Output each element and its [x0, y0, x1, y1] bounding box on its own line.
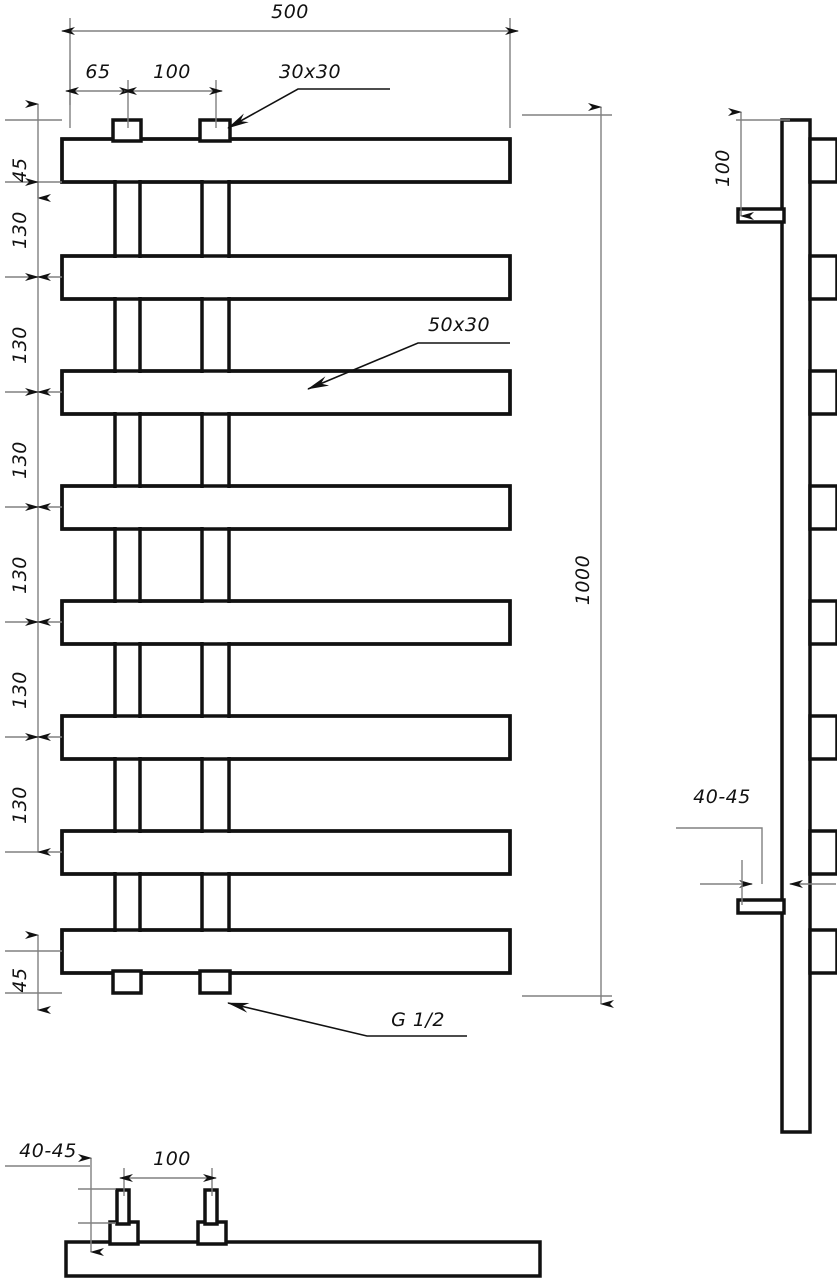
bottom-dim-100-group	[119, 1168, 217, 1196]
side-dim-label-4045: 40-45	[693, 786, 751, 808]
side-view: 100 40-45	[676, 108, 837, 1134]
side-connector-bottom	[736, 898, 786, 915]
callout-g12-leader	[227, 1002, 467, 1037]
side-connector-top	[736, 207, 786, 224]
side-manifold-body	[780, 118, 812, 1134]
dim-label-100: 100	[153, 61, 191, 83]
callout-50x30-leader	[307, 342, 510, 390]
dim-label-65: 65	[85, 61, 110, 83]
side-dim-4045-leader	[676, 827, 763, 884]
dim-label-130-1: 130	[9, 211, 31, 249]
side-bar-tab-3	[808, 369, 837, 416]
top-connectors	[111, 118, 232, 143]
side-bar-tab-6	[808, 714, 837, 761]
main-front-view: 45 130 130 130 130 130 130 45 500 65 100	[5, 1, 614, 1037]
bottom-dim-label-100: 100	[153, 1148, 191, 1170]
dim-label-45-bottom: 45	[9, 967, 31, 992]
bottom-connector-right	[198, 969, 232, 995]
dim-label-130-3: 130	[9, 441, 31, 479]
side-bar-tab-5	[808, 599, 837, 646]
bottom-nipple-stem-left	[115, 1188, 131, 1226]
side-dim-label-100: 100	[712, 149, 734, 187]
bottom-plan-view: 40-45 100	[5, 1140, 542, 1278]
dim-label-45-top: 45	[9, 157, 31, 182]
dim-chain-left-labels: 45 130 130 130 130 130 130 45	[9, 157, 31, 992]
side-bar-tab-2	[808, 254, 837, 301]
callout-g12	[227, 1002, 467, 1037]
bottom-dim-label-4045: 40-45	[19, 1140, 77, 1162]
bottom-connectors	[111, 969, 232, 995]
side-bar-tabs	[808, 137, 837, 975]
bar-faces-overlay	[64, 141, 508, 971]
dim-label-1000: 1000	[572, 555, 594, 605]
bottom-nipple-stem-right	[203, 1188, 219, 1226]
dim-label-130-4: 130	[9, 556, 31, 594]
dim-label-130-6: 130	[9, 786, 31, 824]
side-bar-tab-7	[808, 829, 837, 876]
side-bar-tab-4	[808, 484, 837, 531]
dim-label-130-5: 130	[9, 671, 31, 709]
side-bar-tab-8	[808, 928, 837, 975]
top-connector-left	[111, 118, 143, 143]
callout-label-50x30: 50x30	[428, 314, 490, 336]
bottom-base-plate	[64, 1240, 542, 1278]
top-connector-right	[198, 118, 232, 143]
callout-label-30x30: 30x30	[279, 61, 341, 83]
callout-30x30-leader	[227, 88, 390, 129]
callout-50x30	[307, 342, 510, 390]
side-dim-100-group	[728, 108, 790, 220]
dim-label-130-2: 130	[9, 326, 31, 364]
side-manifold	[780, 118, 812, 1134]
dim-label-500: 500	[271, 1, 309, 23]
callout-30x30	[227, 88, 390, 129]
bottom-connector-left	[111, 969, 143, 995]
bottom-nipples	[108, 1188, 228, 1246]
dim-65-100-group	[65, 60, 223, 128]
bottom-dim-4045-group	[5, 1154, 116, 1256]
dim-1000-group	[522, 103, 614, 1008]
side-bar-tab-1	[808, 137, 837, 184]
callout-label-g12: G 1/2	[391, 1009, 445, 1031]
side-dim-4045-group	[676, 827, 836, 905]
